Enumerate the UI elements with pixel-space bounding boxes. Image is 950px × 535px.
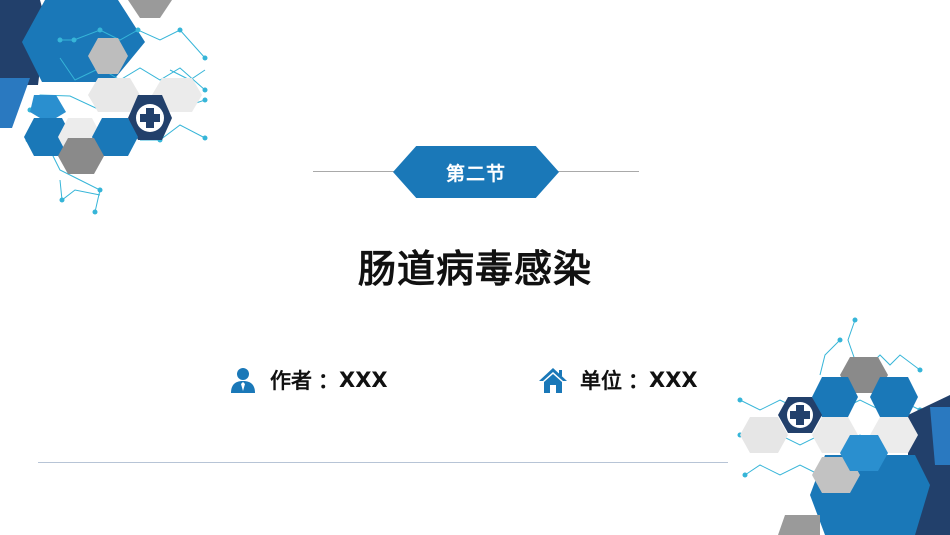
- home-icon: [539, 368, 567, 393]
- decorative-hexagon-cluster-top-left: [0, 0, 208, 215]
- author-value: XXX: [339, 368, 388, 392]
- unit-info: 单位 ： XXX: [538, 364, 698, 396]
- unit-value: XXX: [649, 368, 698, 392]
- bottom-divider-line: [38, 462, 728, 463]
- section-badge: 第二节: [393, 146, 559, 198]
- person-icon: [231, 368, 255, 393]
- author-separator: ：: [318, 369, 339, 393]
- section-label: 第二节: [445, 162, 506, 185]
- decorative-hexagon-cluster-bottom-right: [737, 317, 950, 535]
- section-header: 第二节: [313, 146, 639, 198]
- unit-label: 单位: [580, 369, 622, 393]
- unit-separator: ：: [628, 369, 649, 393]
- page-title: 肠道病毒感染: [357, 247, 592, 291]
- author-info: 作者 ： XXX: [228, 364, 388, 396]
- author-label: 作者: [270, 369, 312, 393]
